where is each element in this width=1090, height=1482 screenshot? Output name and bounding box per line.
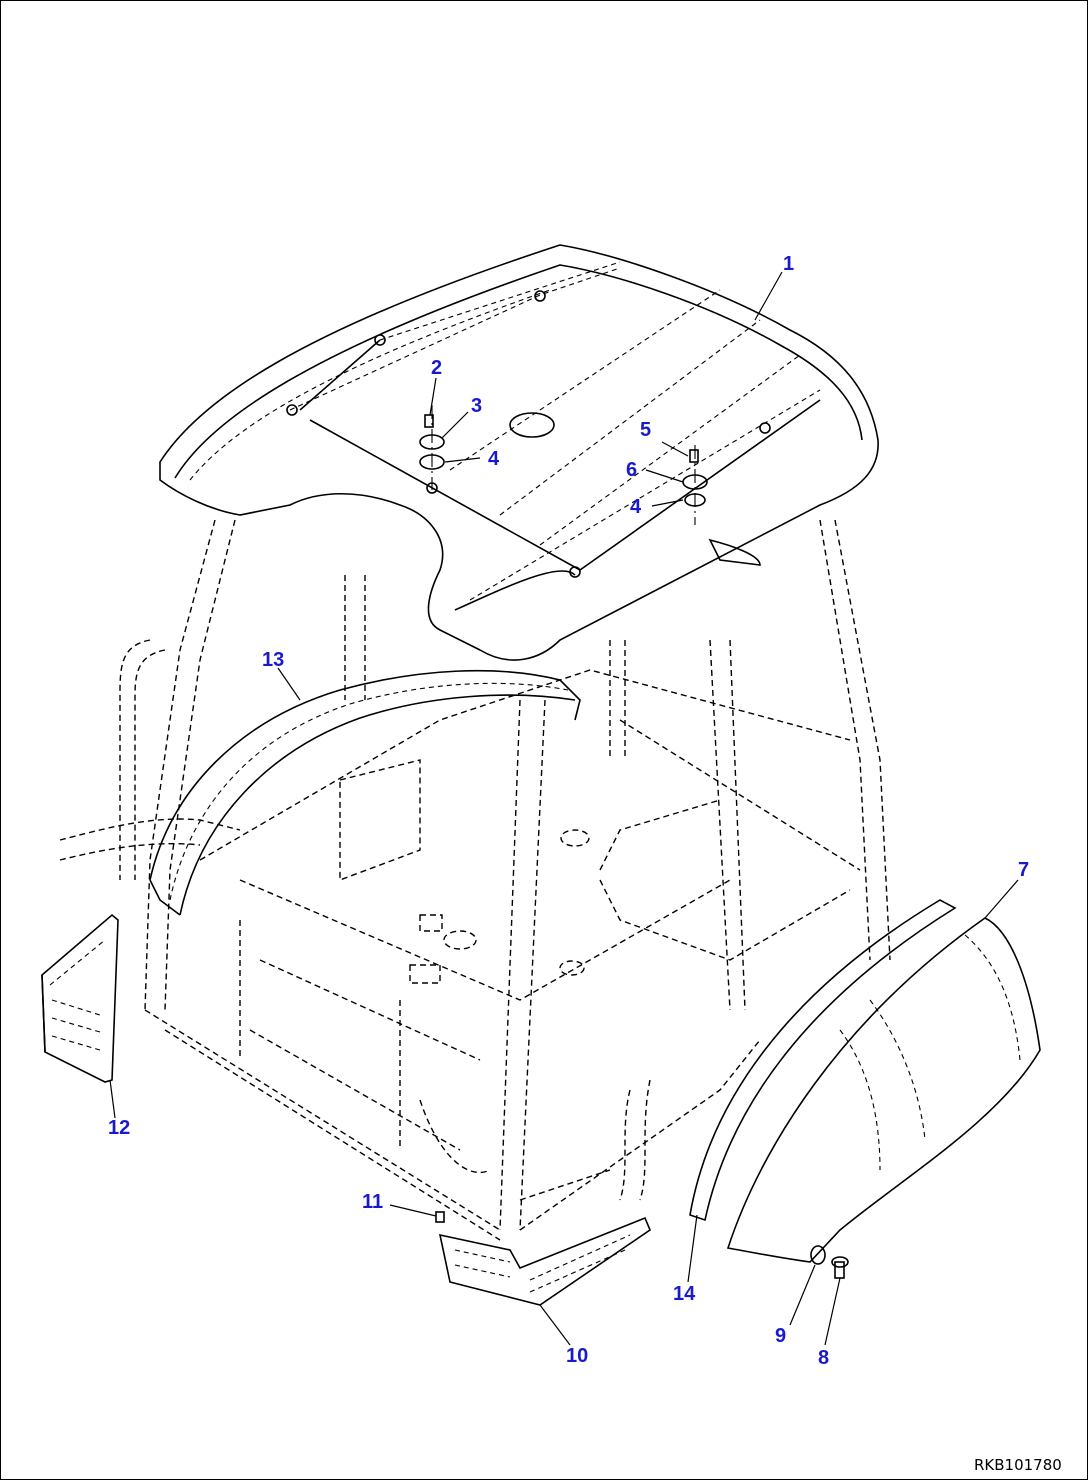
leader-lines bbox=[109, 271, 1019, 1346]
cab-frame bbox=[59, 519, 891, 1241]
callout-1: 1 bbox=[783, 253, 794, 275]
callout-4b: 4 bbox=[630, 496, 642, 518]
callout-4a: 4 bbox=[488, 448, 500, 470]
drawing-code: RKB101780 bbox=[974, 1456, 1062, 1474]
part-13-arch-trim bbox=[149, 669, 581, 916]
callout-labels: 1 2 3 4 5 6 4 7 8 9 10 11 12 13 14 bbox=[108, 253, 1029, 1369]
roof-panel bbox=[159, 244, 879, 661]
callout-10: 10 bbox=[566, 1345, 588, 1367]
part-8-bolt bbox=[831, 1256, 849, 1279]
roof-fastener-stack-left bbox=[419, 405, 445, 490]
roof-fastener-stack-right bbox=[682, 445, 708, 525]
callout-14: 14 bbox=[673, 1283, 696, 1305]
part-14-seal-strip bbox=[689, 899, 957, 1222]
part-9-washer bbox=[810, 1245, 826, 1265]
callout-8: 8 bbox=[818, 1347, 829, 1369]
part-11-bolt bbox=[435, 1211, 445, 1223]
callout-9: 9 bbox=[775, 1325, 786, 1347]
part-10-step-guard bbox=[438, 1216, 651, 1306]
callout-12: 12 bbox=[108, 1117, 130, 1139]
callout-6: 6 bbox=[626, 459, 637, 481]
callout-7: 7 bbox=[1018, 859, 1029, 881]
callout-11: 11 bbox=[362, 1191, 383, 1213]
callout-5: 5 bbox=[640, 419, 651, 441]
callout-2: 2 bbox=[431, 357, 442, 379]
part-12-side-guard bbox=[41, 913, 119, 1083]
callout-13: 13 bbox=[262, 649, 284, 671]
part-7-fender bbox=[726, 917, 1041, 1263]
callout-3: 3 bbox=[471, 395, 482, 417]
